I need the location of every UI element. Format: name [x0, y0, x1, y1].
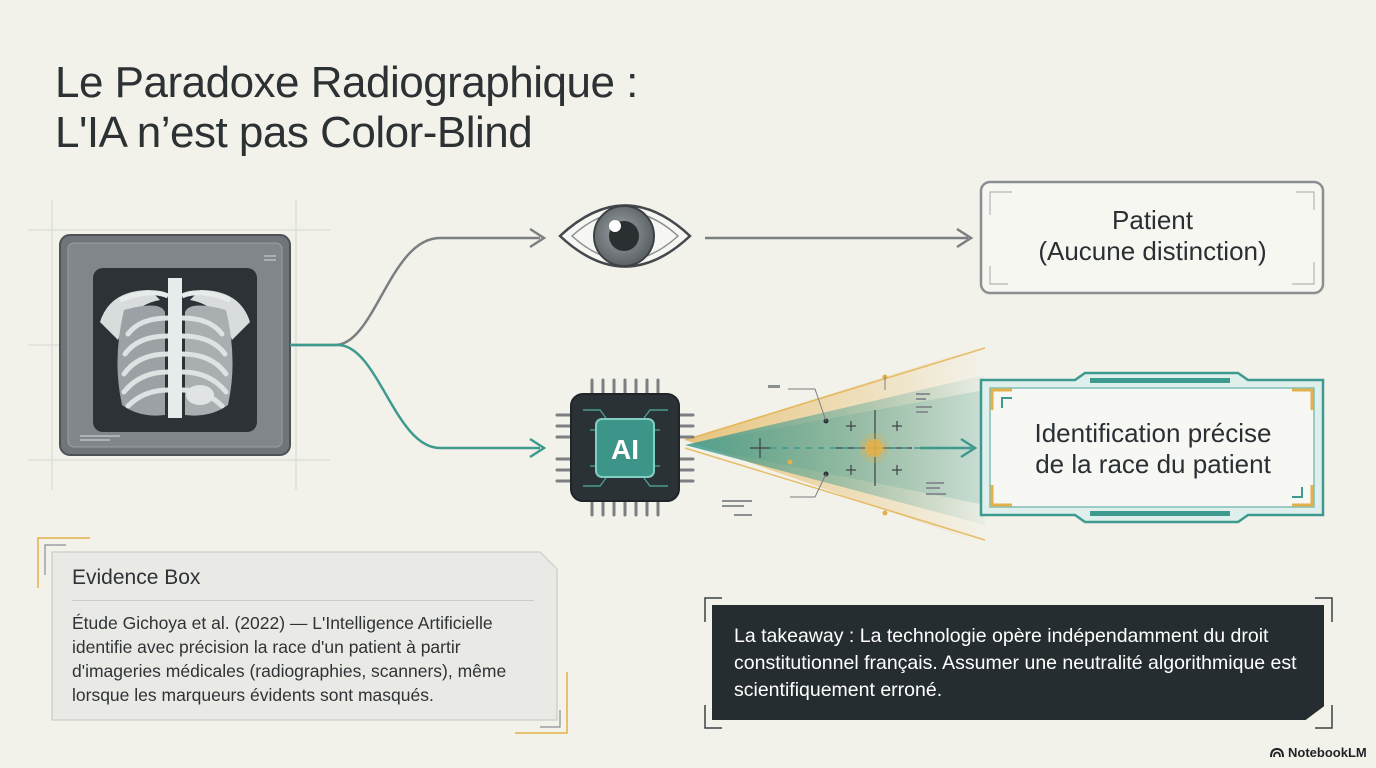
- takeaway-text: La takeaway : La technologie opère indép…: [734, 625, 1297, 701]
- connector-eye-arrow: [529, 227, 547, 249]
- ai-chip-icon: AI: [555, 378, 695, 517]
- evidence-title: Evidence Box: [72, 566, 201, 589]
- connector-ai-arrow: [529, 437, 547, 459]
- title-line-1: Le Paradoxe Radiographique :: [55, 58, 638, 107]
- eye-to-patient-arrowhead: [956, 227, 974, 249]
- connector-to-eye: [290, 236, 540, 347]
- notebooklm-logo-icon: [1270, 747, 1284, 757]
- xray-image: [59, 234, 291, 456]
- identification-line-1: Identification précise: [1034, 418, 1272, 448]
- title-line-2: L'IA n’est pas Color-Blind: [55, 108, 533, 157]
- patient-box: [979, 180, 1325, 295]
- evidence-body: Étude Gichoya et al. (2022) — L'Intellig…: [72, 613, 507, 705]
- identification-box: [979, 371, 1325, 524]
- brand-name: NotebookLM: [1288, 745, 1367, 760]
- brand-watermark: NotebookLM: [1270, 745, 1367, 760]
- evidence-box-frame: [37, 537, 568, 734]
- patient-line-2: (Aucune distinction): [1038, 236, 1267, 266]
- identification-line-2: de la race du patient: [1035, 449, 1271, 479]
- connector-to-ai: [290, 343, 540, 450]
- evidence-divider: [72, 600, 534, 601]
- eye-icon: [558, 204, 692, 268]
- patient-box-label: Patient (Aucune distinction): [990, 205, 1315, 267]
- takeaway-panel: La takeaway : La technologie opère indép…: [712, 605, 1324, 720]
- analysis-beam: [684, 345, 986, 545]
- takeaway-frame: [704, 597, 1333, 729]
- evidence-box: Evidence Box Étude Gichoya et al. (2022)…: [52, 552, 557, 720]
- page-title: Le Paradoxe Radiographique : L'IA n’est …: [55, 58, 638, 158]
- ai-chip-label: AI: [611, 434, 639, 465]
- identification-box-label: Identification précise de la race du pat…: [998, 418, 1308, 480]
- beam-to-identification-arrowhead: [960, 437, 978, 459]
- patient-line-1: Patient: [1112, 205, 1193, 235]
